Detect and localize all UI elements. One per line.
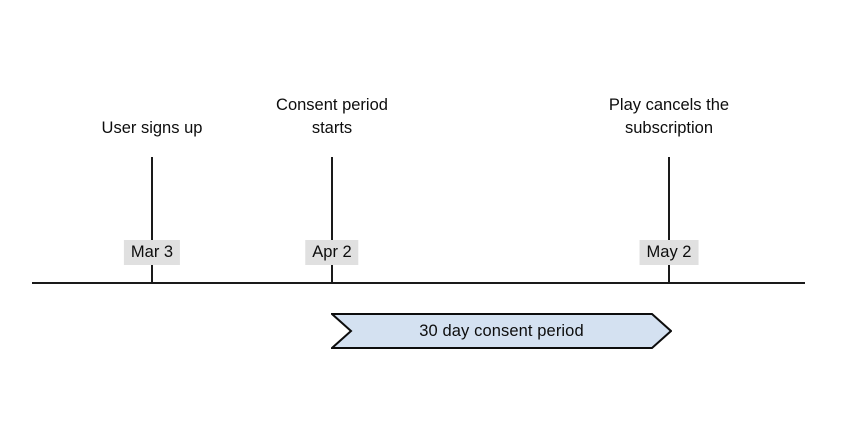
event-label-user-signs-up: User signs up (101, 119, 203, 137)
event-tick-user-signs-up (151, 157, 153, 283)
event-tick-consent-period-starts (331, 157, 333, 283)
event-date-badge-mar-3: Mar 3 (123, 240, 181, 265)
event-date-badge-may-2: May 2 (639, 240, 699, 265)
event-tick-play-cancels-subscription (668, 157, 670, 283)
timeline-axis-line (32, 282, 805, 284)
event-date-badge-apr-2: Apr 2 (305, 240, 359, 265)
consent-period-banner: 30 day consent period (331, 313, 672, 349)
event-label-consent-period-starts: Consent period starts (276, 96, 388, 137)
banner-label: 30 day consent period (419, 321, 584, 340)
banner-arrow-shape (331, 313, 672, 349)
event-label-play-cancels-subscription: Play cancels the subscription (608, 96, 730, 137)
